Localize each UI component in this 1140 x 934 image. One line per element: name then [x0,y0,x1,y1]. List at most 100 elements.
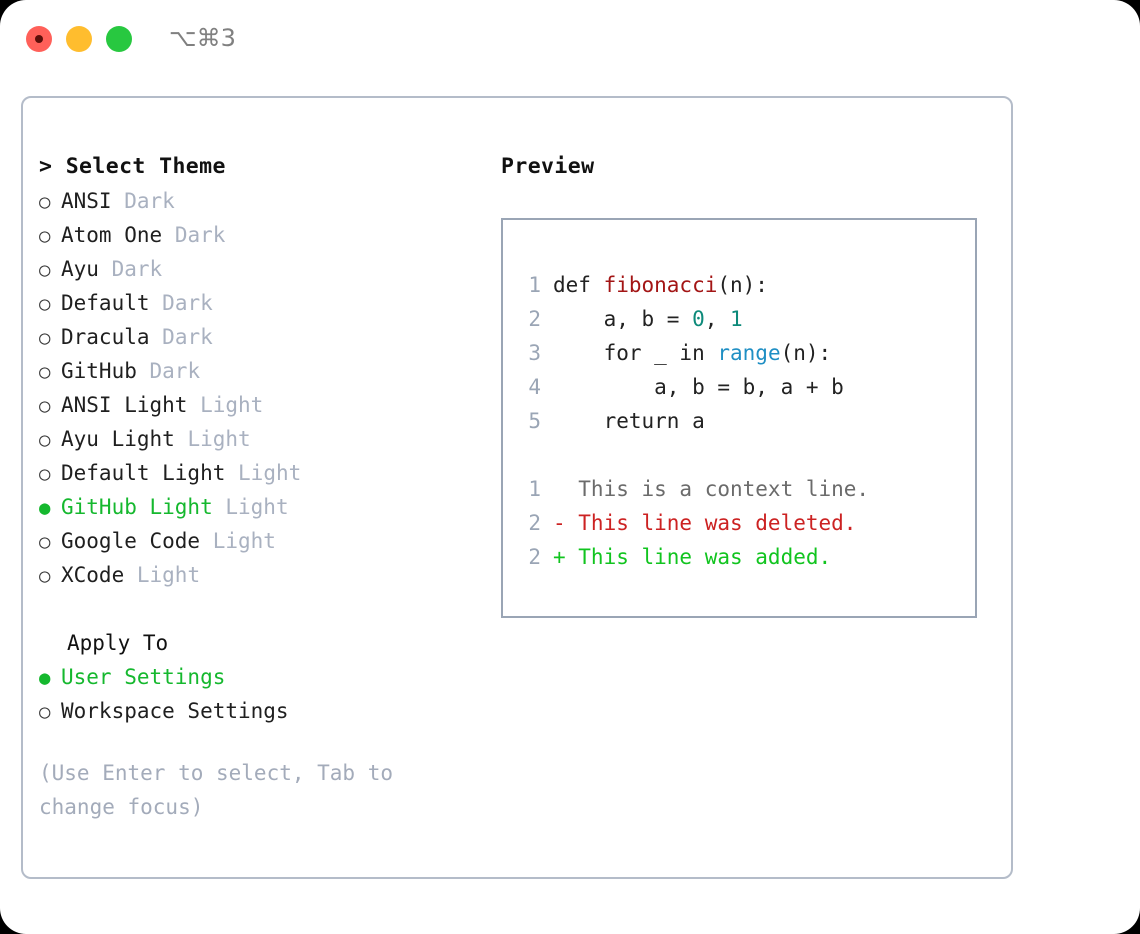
space [213,490,226,524]
diff-text: + This line was added. [553,545,832,569]
apply-to-list: ● User Settings ○ Workspace Settings [39,660,489,728]
radio-unselected-icon: ○ [39,463,51,485]
theme-category-tag: Dark [162,325,213,349]
keyboard-shortcut-label: ⌥⌘3 [169,24,236,52]
theme-category-tag: Light [136,563,201,587]
diff-text: This is a context line. [553,477,870,501]
line-number: 1 [528,477,541,501]
theme-name: XCode [61,563,125,587]
diff-line-context: 1 This is a context line. [515,472,969,506]
radio-unselected-icon: ○ [39,531,51,553]
radio-unselected-icon: ○ [39,361,51,383]
line-number: 1 [528,273,541,297]
code-text: return a [553,404,705,438]
apply-to-label: User Settings [61,665,226,689]
theme-category-tag: Dark [162,291,213,315]
theme-name: ANSI Light [61,393,188,417]
theme-name: ANSI [61,189,112,213]
radio-unselected-icon: ○ [39,565,51,587]
code-token-plain: for _ in [553,341,718,365]
theme-option-default-light[interactable]: ○ Default Light Light [39,456,489,490]
space [150,320,163,354]
theme-category-tag: Dark [149,359,201,383]
radio-unselected-icon: ○ [39,293,51,315]
radio-unselected-icon: ○ [39,701,51,723]
minimize-window-button[interactable] [66,26,92,52]
apply-to-header: Apply To [67,631,169,655]
theme-option-google-code[interactable]: ○Google Code Light [39,524,489,558]
theme-option-atom-one[interactable]: ○Atom One Dark [39,218,489,252]
theme-category-tag: Dark [111,257,163,281]
space [137,354,150,388]
code-token-plain: (n): [780,341,832,365]
code-line: 5 return a [515,404,969,438]
line-number: 5 [528,409,541,433]
radio-unselected-icon: ○ [39,429,51,451]
space [162,218,175,252]
theme-option-ansi[interactable]: ○ANSI Dark [39,184,489,218]
line-number: 3 [528,341,541,365]
theme-name: Default Light [61,461,226,485]
theme-option-default[interactable]: ○ Default Dark [39,286,489,320]
code-text: def fibonacci(n): [553,268,768,302]
space [200,524,213,558]
code-token-plain: def [553,273,604,297]
space [112,184,125,218]
space [175,422,188,456]
select-theme-header: > Select Theme [39,154,226,179]
theme-category-tag: Light [238,461,302,485]
diff-text: - This line was deleted. [553,511,857,535]
theme-category-tag: Dark [174,223,226,247]
space [225,456,238,490]
keyboard-hint-text: (Use Enter to select, Tab to change focu… [39,761,406,819]
radio-unselected-icon: ○ [39,395,51,417]
code-line: 3 for _ in range(n): [515,336,969,370]
close-icon [35,35,43,43]
apply-to-option-user-settings[interactable]: ● User Settings [39,660,489,694]
code-token-plain: a, b = b, a + b [553,375,844,399]
theme-list: ○ANSI Dark○Atom One Dark○Ayu Dark○Defaul… [39,184,489,592]
theme-option-ayu-light[interactable]: ○Ayu Light Light [39,422,489,456]
code-token-call: range [717,341,781,365]
theme-name: Atom One [61,223,163,247]
apply-to-label: Workspace Settings [61,699,289,723]
code-token-plain: , [704,307,731,331]
code-line: 2 a, b = 0, 1 [515,302,969,336]
theme-option-github[interactable]: ○ GitHub Dark [39,354,489,388]
line-number: 2 [528,307,541,331]
theme-option-dracula[interactable]: ○Dracula Dark [39,320,489,354]
main-panel: > Select Theme ○ANSI Dark○Atom One Dark○… [21,96,1013,879]
line-number: 2 [528,545,541,569]
theme-category-tag: Light [187,427,251,451]
diff-line-deleted: 2 - This line was deleted. [515,506,969,540]
theme-name: Dracula [61,325,150,349]
radio-selected-icon: ● [39,667,51,689]
space [150,286,163,320]
theme-name: Default [61,291,150,315]
theme-option-github-light[interactable]: ●GitHub Light Light [39,490,489,524]
diff-line-added: 2 + This line was added. [515,540,969,574]
theme-name: GitHub [61,359,137,383]
line-number: 4 [528,375,541,399]
radio-selected-icon: ● [39,497,51,519]
theme-category-tag: Light [200,393,264,417]
apply-to-option-workspace-settings[interactable]: ○ Workspace Settings [39,694,489,728]
theme-option-xcode[interactable]: ○ XCode Light [39,558,489,592]
code-line: 4 a, b = b, a + b [515,370,969,404]
code-line: 1 def fibonacci(n): [515,268,969,302]
line-number: 2 [528,511,541,535]
radio-unselected-icon: ○ [39,259,51,281]
maximize-window-button[interactable] [106,26,132,52]
section-spacer [39,592,489,626]
preview-header: Preview [501,154,595,179]
code-text: a, b = 0, 1 [553,302,743,336]
theme-option-ansi-light[interactable]: ○ ANSI Light Light [39,388,489,422]
theme-category-tag: Dark [124,189,175,213]
space [124,558,137,592]
code-token-num: 1 [730,307,743,331]
theme-name: Ayu [61,257,99,281]
theme-option-ayu[interactable]: ○ Ayu Dark [39,252,489,286]
code-diff-spacer [515,438,969,472]
